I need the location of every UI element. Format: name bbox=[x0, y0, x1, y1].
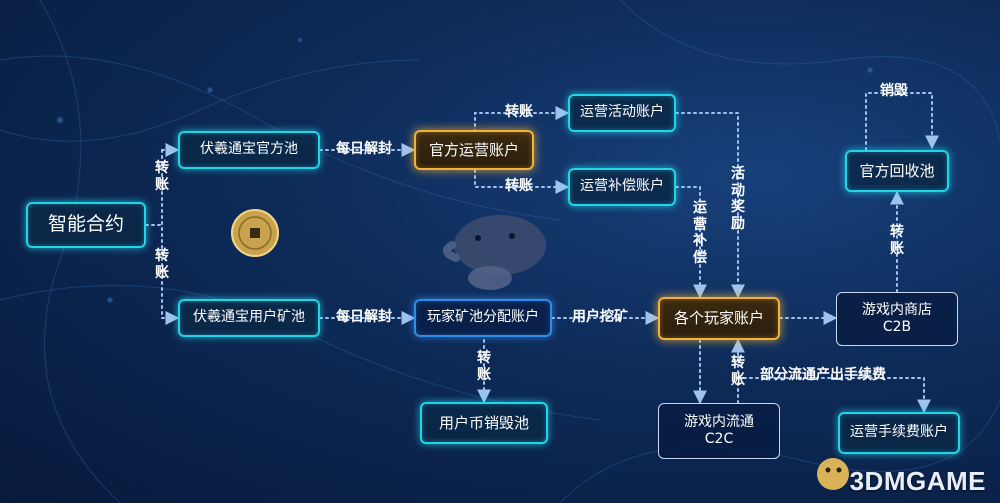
edge-label-transfer-fee: 转账 bbox=[731, 355, 745, 388]
compensation-account-label: 运营补偿账户 bbox=[580, 178, 664, 195]
fee-account-label: 运营手续费账户 bbox=[850, 424, 948, 441]
edge-label-daily-unlock-top: 每日解封 bbox=[336, 141, 392, 157]
official-pool-label: 伏羲通宝官方池 bbox=[200, 141, 298, 158]
edge-label-activity-reward: 活动奖励 bbox=[731, 166, 745, 232]
edge-destroy-loop bbox=[865, 92, 939, 151]
in-game-circulation-node: 游戏内流通 C2C bbox=[658, 403, 780, 459]
user-mine-pool-label: 伏羲通宝用户矿池 bbox=[193, 309, 305, 326]
edge-ops-to-activity bbox=[474, 106, 570, 133]
watermark-logo: 3DMGAME bbox=[849, 466, 986, 496]
edge-label-transfer-bottom: 转账 bbox=[155, 248, 169, 281]
edge-label-user-mining: 用户挖矿 bbox=[572, 309, 628, 325]
edge-activity-reward bbox=[675, 112, 745, 299]
official-recycle-label: 官方回收池 bbox=[859, 161, 935, 180]
in-game-circulation-sub: C2C bbox=[704, 431, 734, 447]
watermark-mascot-icon bbox=[817, 458, 849, 490]
user-burn-pool-label: 用户币销毁池 bbox=[438, 413, 529, 432]
compensation-account-node: 运营补偿账户 bbox=[568, 168, 676, 206]
edge-partial-fee bbox=[737, 377, 931, 414]
in-game-shop-sub: C2B bbox=[882, 319, 912, 335]
edge-label-transfer-recycle: 转账 bbox=[890, 224, 904, 257]
edge-label-transfer-burn: 转账 bbox=[477, 350, 491, 383]
smart-contract-node: 智能合约 bbox=[26, 202, 146, 248]
edge-ops-compensation bbox=[675, 186, 707, 299]
player-accounts-node: 各个玩家账户 bbox=[658, 297, 780, 340]
in-game-shop-node: 游戏内商店 C2B bbox=[836, 292, 958, 346]
player-distribution-label: 玩家矿池分配账户 bbox=[427, 309, 539, 326]
smart-contract-label: 智能合约 bbox=[47, 213, 124, 236]
user-burn-pool-node: 用户币销毁池 bbox=[420, 402, 548, 444]
official-recycle-node: 官方回收池 bbox=[845, 150, 949, 192]
official-ops-account-label: 官方运营账户 bbox=[428, 140, 519, 159]
official-ops-account-node: 官方运营账户 bbox=[414, 130, 534, 170]
edge-label-partial-fee: 部分流通产出手续费 bbox=[760, 367, 886, 383]
player-distribution-node: 玩家矿池分配账户 bbox=[414, 299, 552, 337]
edge-label-ops-compensation: 运营补偿 bbox=[693, 200, 707, 266]
activity-account-node: 运营活动账户 bbox=[568, 94, 676, 132]
edge-label-destroy: 销毁 bbox=[880, 83, 908, 99]
in-game-shop-label: 游戏内商店 bbox=[862, 301, 932, 318]
in-game-circulation-label: 游戏内流通 bbox=[684, 413, 754, 430]
player-accounts-label: 各个玩家账户 bbox=[673, 309, 764, 328]
edge-label-transfer-top: 转账 bbox=[155, 160, 169, 193]
edge-label-daily-unlock-bottom: 每日解封 bbox=[336, 309, 392, 325]
edge-ops-to-compensation bbox=[474, 169, 570, 194]
user-mine-pool-node: 伏羲通宝用户矿池 bbox=[178, 299, 320, 337]
edge-label-transfer-compensation: 转账 bbox=[505, 178, 533, 194]
official-pool-node: 伏羲通宝官方池 bbox=[178, 131, 320, 169]
coin-icon bbox=[231, 209, 279, 257]
edge-label-transfer-activity: 转账 bbox=[505, 104, 533, 120]
mascot-icon bbox=[442, 215, 546, 290]
activity-account-label: 运营活动账户 bbox=[580, 104, 664, 121]
fee-account-node: 运营手续费账户 bbox=[838, 412, 960, 454]
